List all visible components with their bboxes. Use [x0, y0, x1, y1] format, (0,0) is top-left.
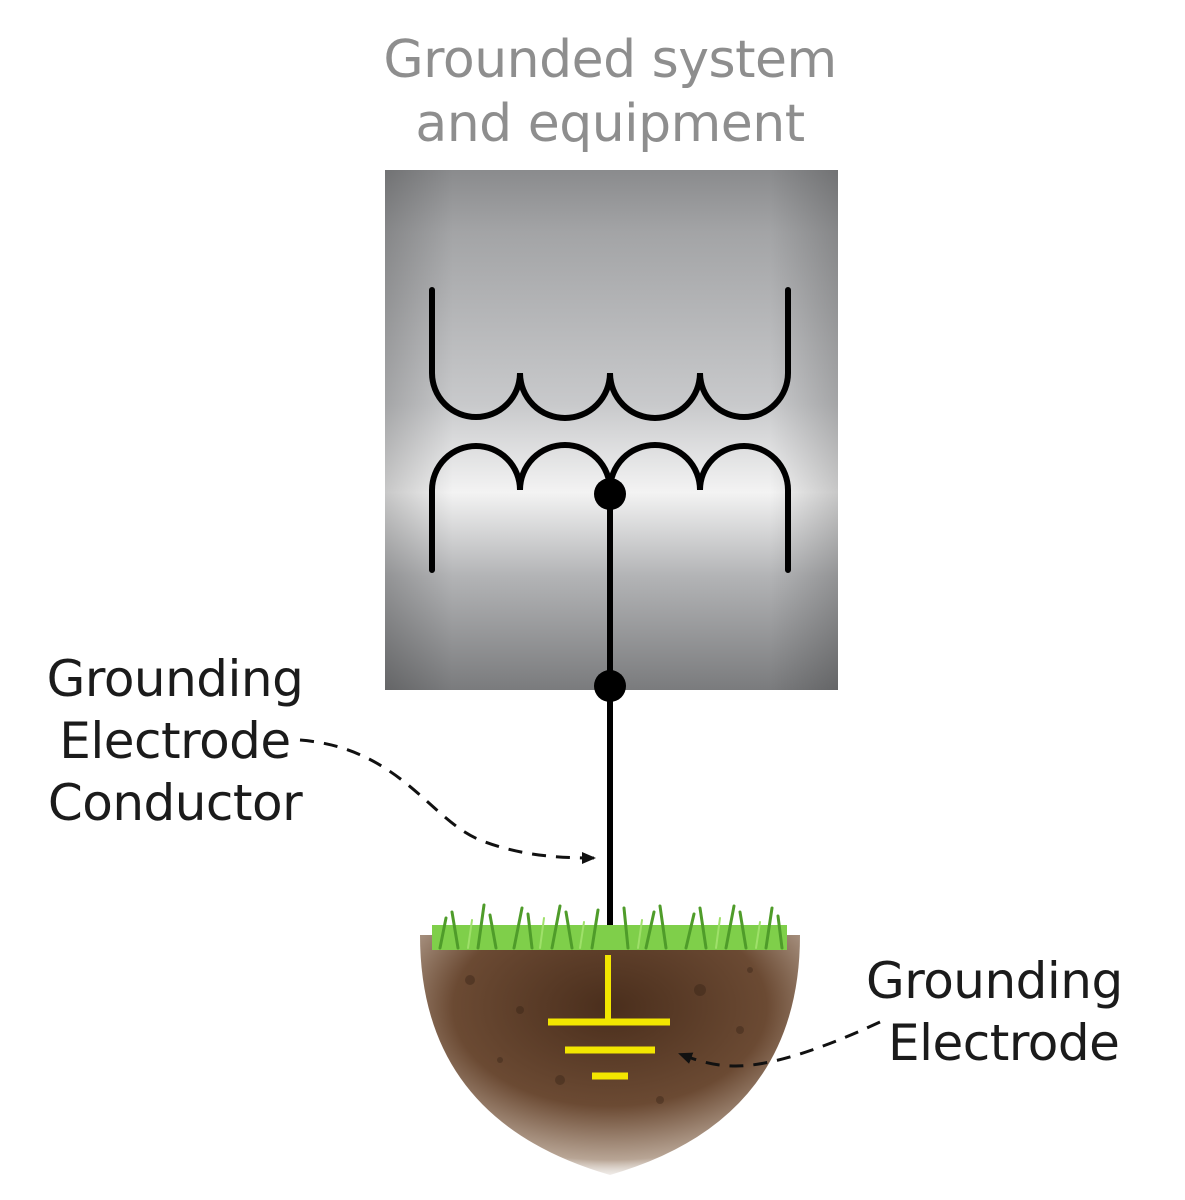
grass — [432, 903, 787, 950]
gec-label-line-3: Conductor — [47, 774, 303, 832]
gec-label-line-2: Electrode — [59, 712, 291, 770]
ge-label-line-1: Grounding — [866, 952, 1123, 1010]
diagram-title: Grounded system and equipment — [330, 28, 890, 156]
grounding-electrode-conductor-label: Grounding Electrode Conductor — [30, 648, 320, 834]
earth-ground-symbol-icon — [548, 955, 670, 1080]
neutral-connection-dot — [594, 478, 626, 510]
title-line-1: Grounded system — [383, 30, 837, 90]
grounding-electrode-conductor-line — [594, 478, 626, 950]
enclosure-connection-dot — [594, 670, 626, 702]
title-line-2: and equipment — [415, 94, 805, 154]
grounding-electrode-label: Grounding Electrode — [866, 950, 1166, 1074]
gec-label-line-1: Grounding — [46, 650, 304, 708]
earth-soil — [420, 935, 800, 1175]
conductor-leader-arrow — [299, 738, 596, 864]
ge-label-line-2: Electrode — [888, 1014, 1120, 1072]
equipment-enclosure — [385, 170, 838, 690]
